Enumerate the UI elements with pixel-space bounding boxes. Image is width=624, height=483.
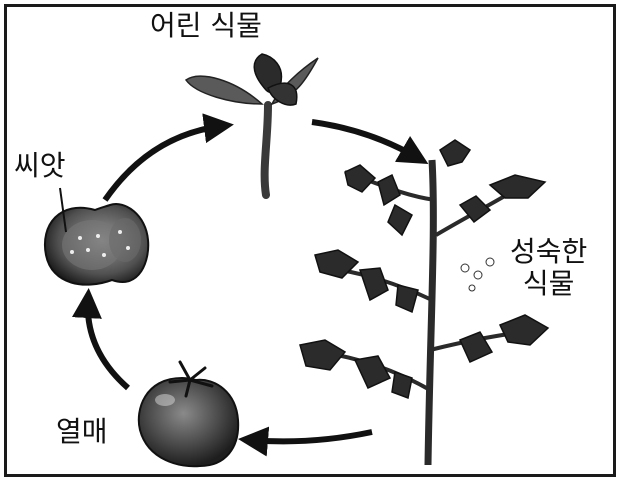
arrow-mature-to-fruit [250, 432, 372, 441]
label-seed: 씨앗 [14, 152, 66, 180]
label-fruit: 열매 [56, 418, 108, 446]
label-mature-plant: 성숙한 식물 [510, 236, 587, 300]
label-mature-plant-line1: 성숙한 [510, 236, 587, 268]
mature-plant-icon [300, 140, 548, 465]
arrow-fruit-to-seed [88, 300, 128, 388]
seed-tomato-icon [45, 188, 148, 285]
young-plant-icon [186, 54, 318, 195]
arrow-seed-to-young [105, 126, 222, 200]
tomato-fruit-icon [139, 362, 238, 466]
arrow-young-to-mature [312, 122, 418, 158]
label-young-plant: 어린 식물 [150, 12, 262, 40]
label-mature-plant-line2: 식물 [510, 268, 587, 300]
